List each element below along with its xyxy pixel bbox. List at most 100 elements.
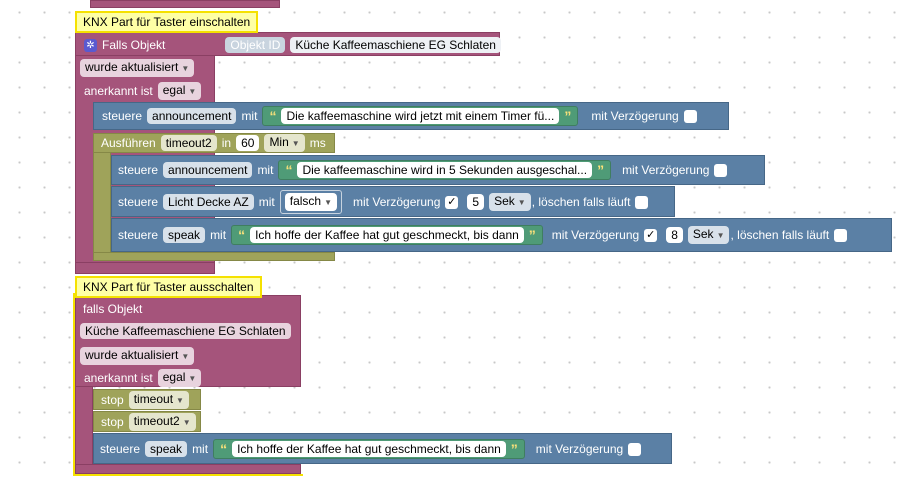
run-label: Ausführen [101,136,156,150]
variable-value: Licht Decke AZ [168,195,249,209]
stop-timer-dropdown[interactable]: timeout2▼ [128,413,196,431]
chevron-down-icon: ▼ [176,396,184,405]
control-label: steuere [118,163,159,177]
stop-timer-dropdown[interactable]: timeout▼ [128,391,189,409]
control-label: steuere [118,195,159,209]
comment-taster-einschalten[interactable]: KNX Part für Taster einschalten [75,11,259,33]
quote-close-icon: ” [564,108,572,124]
text-value[interactable]: Die kaffeemaschine wird in 5 Sekunden au… [297,162,593,178]
delay-checkbox[interactable] [628,442,642,456]
quote-open-icon: “ [238,227,246,243]
object-id-label: Objekt ID [230,38,281,52]
text-block[interactable]: “ Ich hoffe der Kaffee hat gut geschmeck… [231,225,543,245]
delay-unit-dropdown[interactable]: Sek▼ [489,193,531,211]
mode-value: wurde aktualisiert [85,348,179,362]
control-label: steuere [118,228,159,242]
delay-checkbox[interactable]: ✓ [445,195,459,209]
stop-timer-value: timeout [133,392,174,406]
stop-label: stop [101,415,124,429]
with-label: mit [258,195,275,209]
delay-label: mit Verzögerung [622,163,710,177]
chevron-down-icon: ▼ [188,374,197,383]
control-row-1: steuere announcement mit “ Die kaffeemas… [96,106,697,126]
quote-open-icon: “ [285,162,293,178]
ms-label: ms [309,136,326,150]
delay-unit-value: Sek [692,227,714,241]
variable-dropdown[interactable]: announcement [147,108,237,124]
with-label: mit [241,109,258,123]
delay-checkbox[interactable] [714,163,728,177]
previous-block-stub [90,0,280,8]
quote-open-icon: “ [220,441,228,457]
trigger-label: falls Objekt [83,302,143,316]
timeout-unit-dropdown[interactable]: Min▼ [264,134,305,152]
timeout-value-field[interactable]: 60 [236,135,260,151]
with-label: mit [210,228,227,242]
control-label: steuere [102,109,143,123]
variable-value: speak [168,228,201,242]
boolean-value: falsch [289,194,322,208]
trigger-block-2-footer [75,464,301,474]
control-row-5: steuere speak mit “ Ich hoffe der Kaffee… [94,439,642,459]
boolean-block[interactable]: falsch▼ [279,190,343,214]
ack-row: anerkannt ist egal▼ [78,82,202,100]
control-row-4: steuere speak mit “ Ich hoffe der Kaffee… [112,225,848,245]
delay-value-field[interactable]: 5 [467,194,485,210]
delay-label: mit Verzögerung [353,195,441,209]
quote-close-icon: ” [528,227,536,243]
timeout-name-field[interactable]: timeout2 [160,135,217,151]
text-value[interactable]: Ich hoffe der Kaffee hat gut geschmeckt,… [232,441,506,457]
variable-dropdown[interactable]: Licht Decke AZ [163,194,254,210]
object-name-field[interactable]: Küche Kaffeemaschiene EG Schlaten [80,323,291,339]
delay-checkbox[interactable]: ✓ [644,228,658,242]
object-name-field[interactable]: Küche Kaffeemaschiene EG Schlaten [290,37,501,53]
delay-value-field[interactable]: 8 [666,227,683,243]
chevron-down-icon: ▼ [291,139,300,148]
stop-row-2: stop timeout2▼ [95,413,196,431]
clear-checkbox[interactable] [834,228,848,242]
with-label: mit [192,442,209,456]
with-label: mit [257,163,274,177]
clear-checkbox[interactable] [635,195,649,209]
chevron-down-icon: ▼ [182,418,191,427]
trigger-label: Falls Objekt [102,38,166,52]
timeout-unit-value: Min [269,135,289,149]
mode-row: wurde aktualisiert▼ [80,59,195,77]
text-value[interactable]: Ich hoffe der Kaffee hat gut geschmeckt,… [250,227,524,243]
chevron-down-icon: ▼ [188,87,197,96]
text-block[interactable]: “ Ich hoffe der Kaffee hat gut geschmeck… [213,439,525,459]
variable-value: announcement [152,109,232,123]
boolean-dropdown[interactable]: falsch▼ [284,193,338,211]
trigger-block-1-footer [75,262,215,274]
variable-dropdown[interactable]: speak [163,227,206,243]
text-value[interactable]: Die kaffeemaschine wird jetzt mit einem … [281,108,560,124]
ack-row-2: anerkannt ist egal▼ [78,369,202,387]
quote-open-icon: “ [269,108,277,124]
delay-unit-value: Sek [494,194,515,208]
object-row: Küche Kaffeemaschiene EG Schlaten [80,323,291,339]
quote-close-icon: ” [510,441,518,457]
variable-dropdown[interactable]: announcement [163,162,253,178]
object-id-field[interactable]: Objekt ID [225,37,286,53]
ack-dropdown[interactable]: egal▼ [157,369,202,387]
delay-unit-dropdown[interactable]: Sek▼ [687,226,730,244]
mode-dropdown[interactable]: wurde aktualisiert▼ [80,347,195,365]
chevron-down-icon: ▼ [716,231,725,240]
delay-label: mit Verzögerung [591,109,679,123]
text-block[interactable]: “ Die kaffeemaschine wird jetzt mit eine… [262,106,579,126]
gear-icon[interactable]: ✲ [84,38,97,52]
clear-label: , löschen falls läuft [531,195,631,209]
trigger-2-label-row: falls Objekt [83,302,142,316]
comment-taster-ausschalten[interactable]: KNX Part für Taster ausschalten [75,276,262,298]
ack-value: egal [162,370,186,384]
object-name-value: Küche Kaffeemaschiene EG Schlaten [85,324,286,338]
chevron-down-icon: ▼ [324,198,333,207]
variable-dropdown[interactable]: speak [145,441,188,457]
variable-value: announcement [168,163,248,177]
mode-dropdown[interactable]: wurde aktualisiert▼ [80,59,195,77]
delay-checkbox[interactable] [683,109,697,123]
trigger-1-row: ✲ Falls Objekt Objekt ID Küche Kaffeemas… [78,36,501,54]
ack-dropdown[interactable]: egal▼ [157,82,202,100]
stop-timer-value: timeout2 [133,414,180,428]
text-block[interactable]: “ Die kaffeemaschine wird in 5 Sekunden … [278,160,612,180]
